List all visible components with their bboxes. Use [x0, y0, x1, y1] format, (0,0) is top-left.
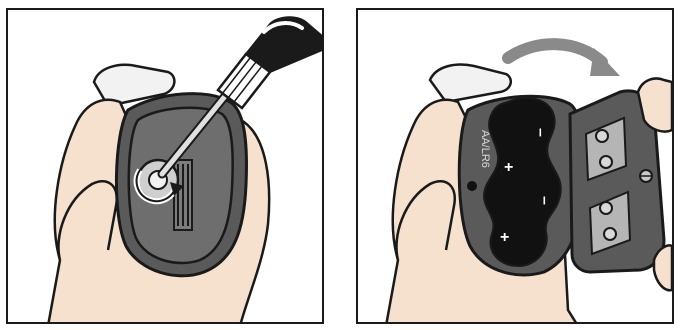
screw-on-cover	[640, 170, 652, 182]
screw-hole	[467, 181, 477, 191]
plus-sign-bottom: +	[500, 229, 509, 246]
illustration-remove-screw	[8, 10, 322, 322]
illustration-open-cover: – + – + AA/LR6	[358, 10, 672, 322]
plus-sign-top: +	[504, 159, 513, 176]
curved-arrow-icon	[508, 44, 620, 76]
hand-right-lower	[654, 246, 672, 291]
minus-sign-top: –	[532, 128, 549, 137]
device-top-edge	[430, 65, 511, 102]
battery-type-label: AA/LR6	[479, 130, 491, 168]
panel-remove-screw	[6, 8, 324, 324]
panel-open-cover: – + – + AA/LR6	[356, 8, 674, 324]
minus-sign-bottom: –	[536, 196, 553, 205]
